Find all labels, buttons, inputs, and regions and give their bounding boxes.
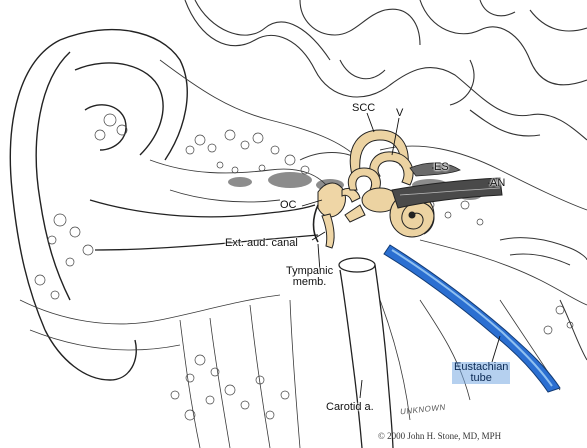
carotid-artery xyxy=(339,258,393,448)
label-scc: SCC xyxy=(352,103,375,114)
label-tympanic-memb: Tympanic memb. xyxy=(286,266,333,288)
auricle xyxy=(10,30,187,380)
label-ext-aud-canal: Ext. aud. canal xyxy=(225,238,298,249)
label-eustachian-tube: Eustachian tube xyxy=(452,362,510,384)
copyright-credit: © 2000 John H. Stone, MD, MPH xyxy=(378,431,501,441)
label-tympanic-line2: memb. xyxy=(286,277,333,288)
label-carotid: Carotid a. xyxy=(326,402,374,413)
label-oc: OC xyxy=(280,200,297,211)
label-v: V xyxy=(396,108,403,119)
label-eustachian-line2: tube xyxy=(454,373,508,384)
brain-folds xyxy=(185,0,587,140)
ossicles xyxy=(318,183,365,248)
label-an: AN xyxy=(490,178,505,189)
temporal-bone xyxy=(150,60,587,305)
label-es: ES xyxy=(434,162,449,173)
